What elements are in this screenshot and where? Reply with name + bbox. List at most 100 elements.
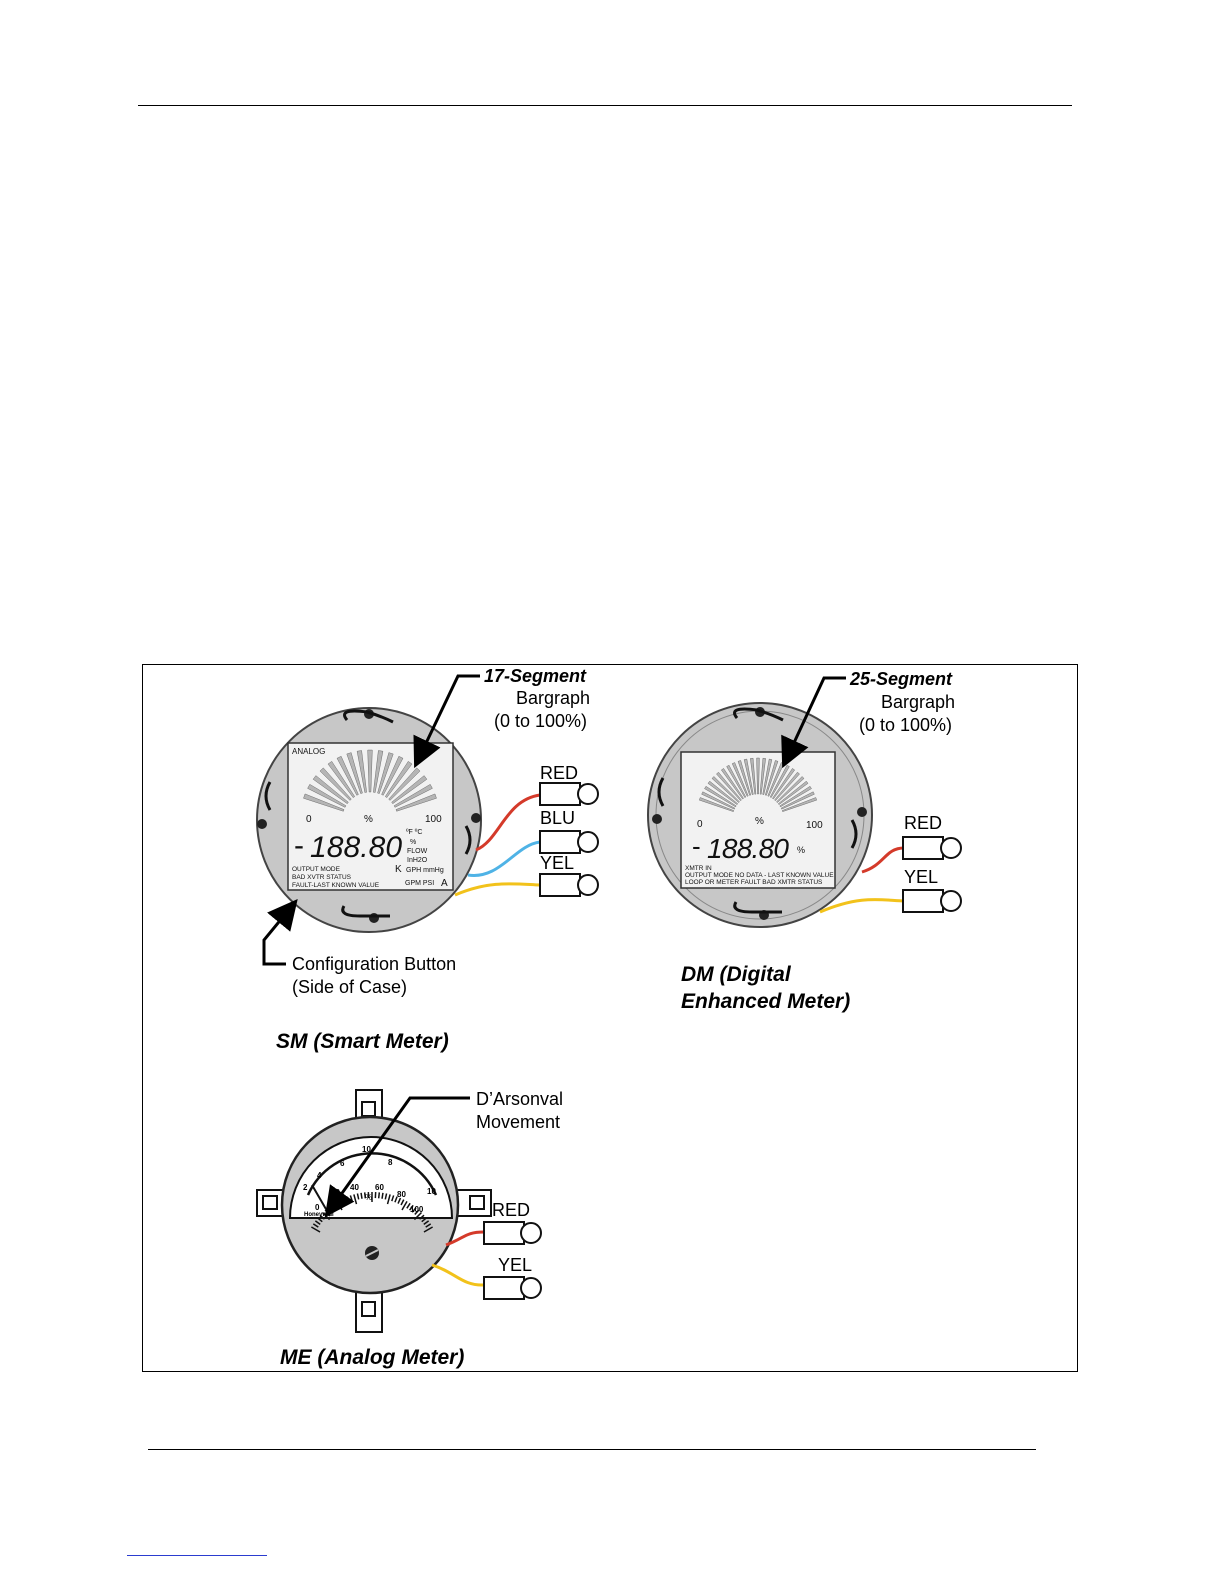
scale-tick	[413, 1211, 423, 1221]
bargraph-segment	[385, 761, 413, 798]
bargraph-segment	[731, 762, 749, 797]
bargraph-segment	[779, 785, 812, 808]
scale-tick	[425, 1223, 432, 1228]
dm-bargraph	[699, 757, 817, 812]
sm-lcd-hundred: 100	[425, 814, 442, 825]
dm-wire-red-label: RED	[904, 813, 942, 833]
dm-lcd-status2: OUTPUT MODE NO DATA - LAST KNOWN VALUE	[685, 872, 834, 879]
bargraph-segment	[737, 760, 751, 796]
bargraph-segment	[327, 761, 355, 798]
dm-hook-icons	[657, 707, 858, 914]
me-adjust-screw-icon	[365, 1246, 379, 1260]
sm-terminal-icons	[539, 782, 599, 897]
sm-meter: ANALOG 0 % 100 - 188.80 ºF ºC % FLOW InH…	[256, 666, 599, 1053]
me-scale-bottom-3: 60	[375, 1183, 384, 1192]
me-scale-top-3: 10	[362, 1145, 371, 1154]
sm-wire-red-label: RED	[540, 763, 578, 783]
me-brand: Honeywell	[304, 1212, 334, 1218]
scale-tick	[381, 1192, 384, 1199]
bargraph-segment	[716, 771, 742, 801]
bargraph-segment	[319, 767, 352, 801]
bargraph-segment	[303, 793, 345, 812]
sm-lcd-status2: BAD XVTR STATUS	[292, 874, 352, 881]
sm-callout-title: 17-Segment	[484, 666, 587, 686]
me-scale-top-1: 4	[317, 1171, 322, 1180]
sm-lcd-units2: %	[410, 839, 416, 846]
scale-tick	[377, 1192, 381, 1199]
sm-lcd-zero: 0	[306, 814, 312, 825]
scale-tick	[356, 1193, 360, 1200]
scale-tick	[406, 1202, 411, 1209]
scale-tick	[423, 1220, 430, 1225]
bargraph-segment	[765, 760, 779, 796]
me-scale-bottom-5: 100	[410, 1205, 424, 1214]
bargraph-segment	[701, 791, 736, 810]
me-scale-top-5: 10	[427, 1187, 436, 1196]
bargraph-segment	[336, 755, 359, 796]
bargraph-segment	[759, 757, 766, 795]
sm-wire-yel	[454, 882, 541, 897]
dm-caption-line1: DM (Digital	[681, 963, 792, 986]
bargraph-segment	[377, 752, 394, 794]
me-scale-bottom-2: 40	[350, 1183, 359, 1192]
sm-callout-line3: (0 to 100%)	[494, 711, 587, 731]
bargraph-segment	[721, 768, 744, 800]
bargraph-segment	[391, 775, 428, 804]
footer-rule	[148, 1449, 1036, 1450]
me-wire-red	[445, 1230, 485, 1247]
sm-lcd-units6: GPM PSI	[405, 880, 434, 887]
bargraph-segment	[776, 776, 805, 803]
bargraph-segment	[393, 784, 433, 808]
me-callout-line1: D’Arsonval	[476, 1089, 563, 1109]
scale-tick	[386, 1194, 391, 1205]
scale-tick	[411, 1207, 417, 1213]
me-meter: 2 4 6 10 8 10 0 20 40 60 80 100 % Honeyw…	[256, 1089, 563, 1369]
dm-lcd-minus: -	[692, 831, 701, 861]
sm-lcd-units4: InH2O	[407, 857, 428, 864]
scale-tick	[319, 1214, 325, 1220]
scale-tick	[311, 1226, 321, 1233]
sm-wire-blu	[467, 840, 541, 877]
me-scale-pct: %	[365, 1193, 372, 1202]
scale-tick	[419, 1214, 425, 1220]
sm-wire-yel-label: YEL	[540, 853, 574, 873]
sm-config-line1: Configuration Button	[292, 954, 456, 974]
sm-lcd-status1: OUTPUT MODE	[292, 866, 341, 873]
me-wire-yel-label: YEL	[498, 1255, 532, 1275]
me-scale-bottom-0: 0	[315, 1203, 320, 1212]
dm-lcd-status3: LOOP OR METER FAULT BAD XMTR STATUS	[685, 879, 823, 886]
scale-tick	[391, 1195, 395, 1202]
sm-lcd-units1: ºF ºC	[406, 829, 422, 836]
me-wire-red-label: RED	[492, 1200, 530, 1220]
header-rule	[138, 105, 1072, 106]
scale-tick	[360, 1192, 363, 1199]
sm-callout-line2: Bargraph	[516, 688, 590, 708]
bargraph-segment	[726, 764, 747, 798]
scale-tick	[409, 1204, 414, 1211]
sm-wire-red	[475, 793, 541, 852]
sm-lcd-digits: 188.80	[310, 831, 402, 864]
sm-lcd-a: A	[441, 878, 448, 889]
footer-link-underline[interactable]	[127, 1555, 267, 1556]
bargraph-segment	[373, 750, 384, 793]
sm-lcd-units5: GPH mmHg	[406, 867, 444, 874]
bargraph-segment	[356, 750, 367, 793]
scale-tick	[363, 1192, 367, 1199]
me-callout-arrow	[324, 1096, 470, 1218]
bargraph-segment	[780, 791, 815, 810]
bargraph-segment	[707, 780, 739, 805]
dm-terminal-icons	[902, 836, 962, 913]
bargraph-segment	[395, 793, 437, 812]
bargraph-segment	[743, 758, 754, 795]
bargraph-segment	[312, 775, 349, 804]
scale-tick	[423, 1226, 433, 1233]
bargraph-segment	[367, 749, 373, 793]
bargraph-segment	[777, 780, 809, 805]
figure-frame	[142, 664, 1078, 1372]
dm-callout-line3: (0 to 100%)	[859, 715, 952, 735]
me-caption: ME (Analog Meter)	[280, 1346, 464, 1369]
bargraph-segment	[772, 768, 795, 800]
sm-lcd-minus: -	[294, 829, 304, 862]
dm-meter: 0 % 100 - 188.80 % XMTR IN OUTPUT MODE N…	[647, 669, 962, 1013]
